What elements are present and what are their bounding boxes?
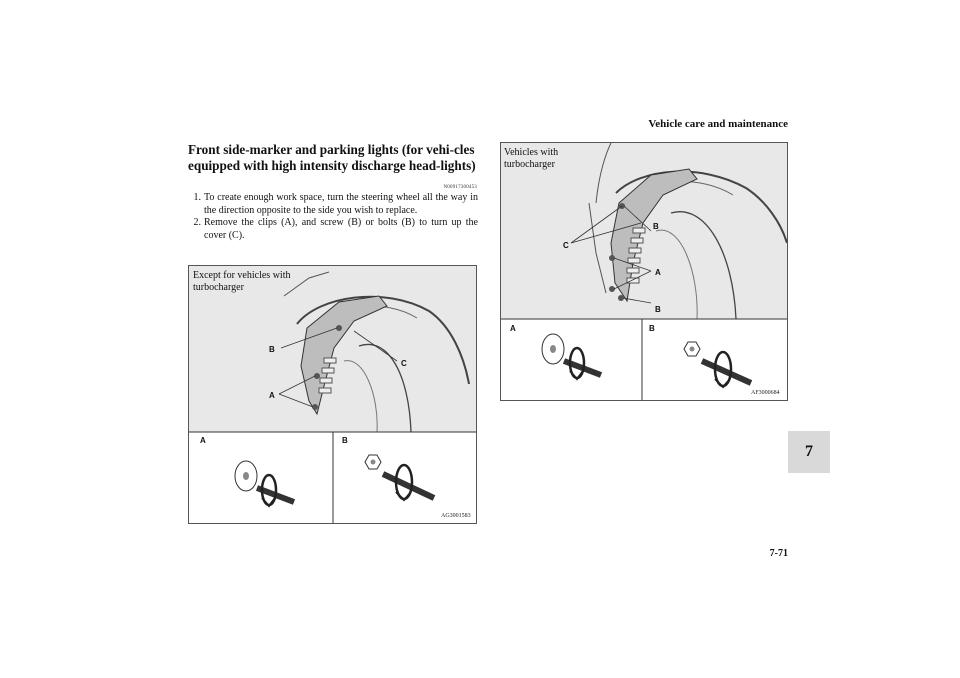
figure-code: AG3001583 bbox=[441, 513, 471, 519]
figure-caption: Vehicles with turbocharger bbox=[504, 147, 559, 170]
step-text: Remove the clips (A), and screw (B) or b… bbox=[204, 217, 478, 241]
callout-b: B bbox=[269, 345, 275, 354]
panel-label-a: A bbox=[200, 436, 206, 445]
section-code: N00917300453 bbox=[443, 185, 477, 190]
callout-a: A bbox=[269, 391, 275, 400]
step-number: 1. bbox=[193, 192, 202, 203]
callout-b-bottom: B bbox=[655, 305, 661, 314]
figure-right: Vehicles with turbocharger B C A B A B A… bbox=[500, 142, 788, 401]
step-text: To create enough work space, turn the st… bbox=[204, 192, 478, 216]
chapter-tab: 7 bbox=[788, 431, 830, 473]
callout-a: A bbox=[655, 268, 661, 277]
page-number: 7-71 bbox=[769, 548, 788, 559]
fender-illustration-left bbox=[189, 266, 476, 523]
step-item: 2. Remove the clips (A), and screw (B) o… bbox=[188, 217, 479, 242]
fender-illustration-right bbox=[501, 143, 787, 400]
callout-c: C bbox=[563, 241, 569, 250]
panel-label-a: A bbox=[510, 324, 516, 333]
step-item: 1. To create enough work space, turn the… bbox=[188, 192, 479, 217]
figure-left: Except for vehicles with turbocharger B … bbox=[188, 265, 477, 524]
steps-list: 1. To create enough work space, turn the… bbox=[188, 192, 479, 242]
figure-code: AF3000684 bbox=[751, 390, 780, 396]
callout-b-top: B bbox=[653, 222, 659, 231]
section-heading: Front side-marker and parking lights (fo… bbox=[188, 142, 476, 173]
step-number: 2. bbox=[193, 217, 202, 228]
panel-label-b: B bbox=[649, 324, 655, 333]
figure-caption: Except for vehicles with turbocharger bbox=[193, 270, 291, 293]
panel-label-b: B bbox=[342, 436, 348, 445]
header-title: Vehicle care and maintenance bbox=[648, 118, 788, 130]
callout-c: C bbox=[401, 359, 407, 368]
